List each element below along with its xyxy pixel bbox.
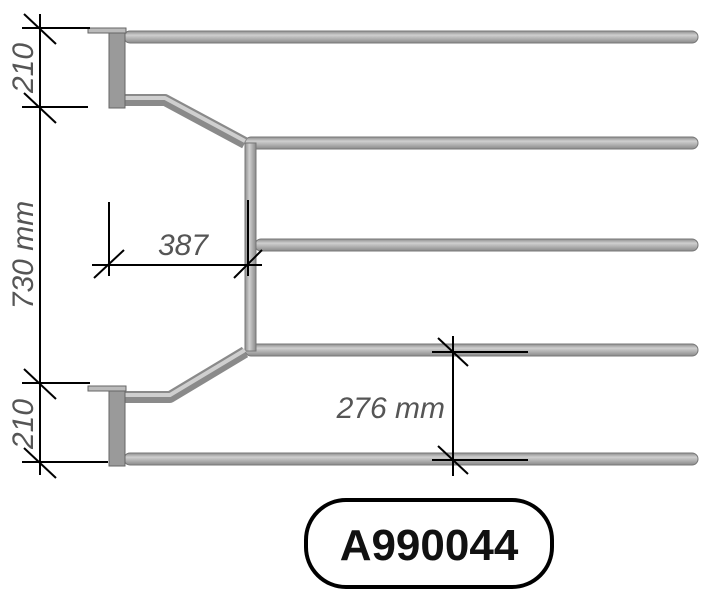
top-hinge-post: [108, 29, 126, 109]
upper-bent-tube-highlight: [124, 96, 246, 143]
tick-mark: [23, 92, 57, 124]
rail-5: [123, 452, 699, 466]
tick-mark: [437, 445, 469, 475]
dim-offset-width: 387: [158, 229, 209, 262]
dim-bottom-height: 210: [7, 399, 40, 450]
top-hinge-bracket: [87, 27, 127, 34]
tick-mark: [93, 249, 125, 279]
lower-bent-tube-highlight: [124, 348, 247, 397]
tick-mark: [23, 13, 57, 45]
product-code: A990044: [340, 521, 519, 570]
gate-frame: [87, 27, 699, 467]
dim-top-height: 210: [7, 43, 40, 94]
bottom-hinge-post: [108, 387, 126, 467]
rail-1: [123, 30, 699, 44]
bottom-hinge-bracket: [87, 385, 127, 392]
product-code-box: [304, 498, 554, 589]
tick-mark: [437, 337, 469, 367]
rail-2: [244, 136, 699, 150]
dimension-lines: [22, 13, 528, 479]
tick-mark: [23, 447, 57, 479]
rail-4: [244, 343, 699, 357]
tick-mark: [233, 249, 263, 279]
center-post: [244, 142, 257, 352]
tick-mark: [23, 368, 57, 400]
dim-bar-spacing: 276 mm: [336, 392, 445, 425]
dim-middle-height: 730 mm: [7, 201, 40, 309]
rail-3: [254, 238, 699, 252]
